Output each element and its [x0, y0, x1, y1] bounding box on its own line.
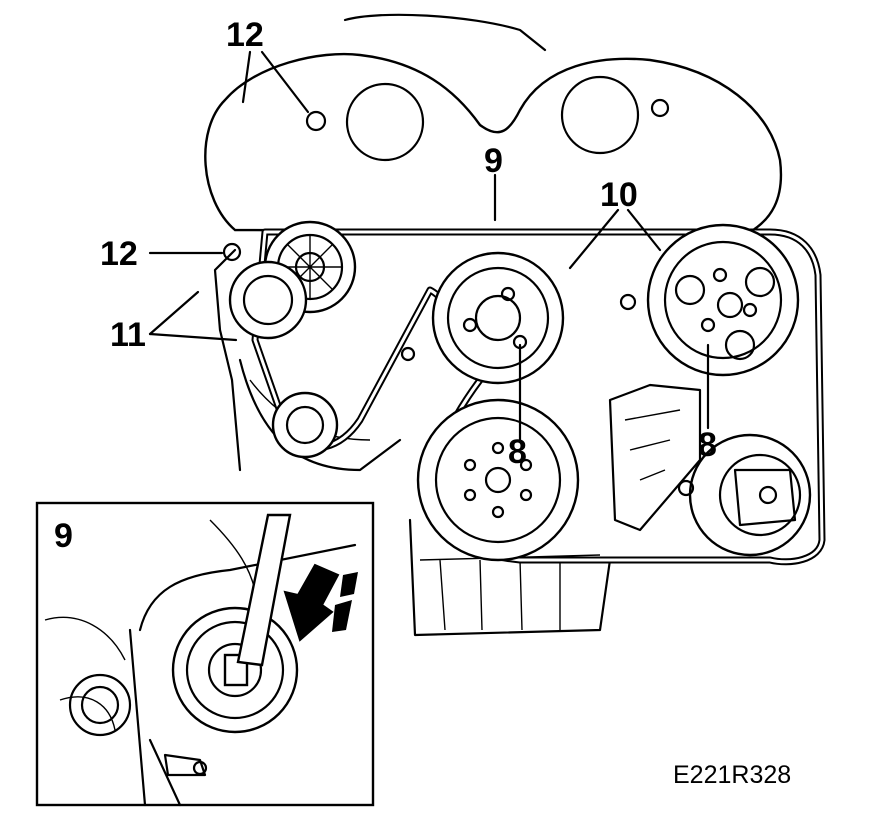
- callout-12-left: 12: [100, 235, 138, 273]
- idler-pulley: [228, 260, 308, 340]
- inset-arrow: [283, 563, 340, 642]
- cover-window-left: [345, 82, 425, 162]
- timing-cover: [204, 52, 783, 234]
- center-pulley: [431, 251, 565, 385]
- bracket-bolt: [619, 293, 637, 311]
- compressor-pulley: [608, 383, 812, 557]
- callout-11: 11: [110, 316, 146, 354]
- engine-bolt: [400, 346, 416, 362]
- crankshaft-pulley: [416, 398, 580, 562]
- cover-window-right: [560, 75, 640, 155]
- inset-detail: 9: [35, 501, 375, 807]
- figure-code: E221R328: [673, 761, 791, 789]
- bolt-12-left: [222, 242, 242, 262]
- callout-12-top: 12: [226, 16, 264, 54]
- lower-idler-pulley: [271, 391, 339, 459]
- callout-9: 9: [484, 142, 503, 180]
- callout-8-center: 8: [508, 433, 527, 471]
- inset-label-9: 9: [54, 517, 73, 555]
- callout-10: 10: [600, 176, 638, 214]
- right-pulley: [646, 223, 800, 377]
- leader-lines: [148, 50, 710, 442]
- cover-bolt-left: [305, 110, 327, 132]
- callout-8-right: 8: [698, 426, 717, 464]
- cover-bolt-right: [650, 98, 670, 118]
